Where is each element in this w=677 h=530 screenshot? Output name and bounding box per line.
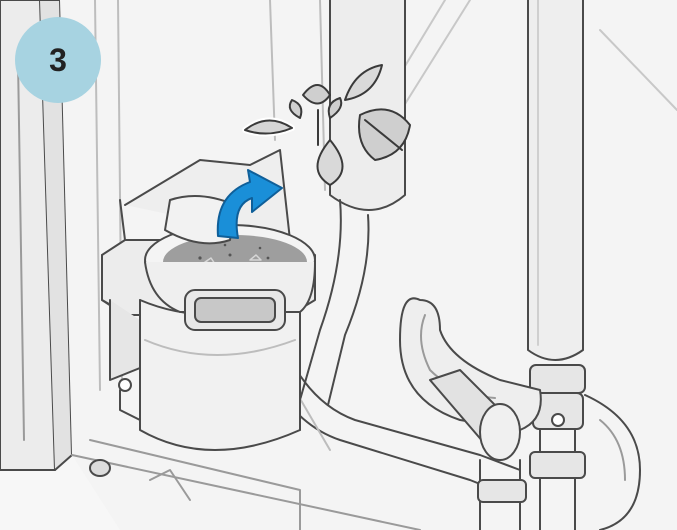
step-number: 3 [49,42,67,79]
step-number-badge: 3 [15,17,101,103]
